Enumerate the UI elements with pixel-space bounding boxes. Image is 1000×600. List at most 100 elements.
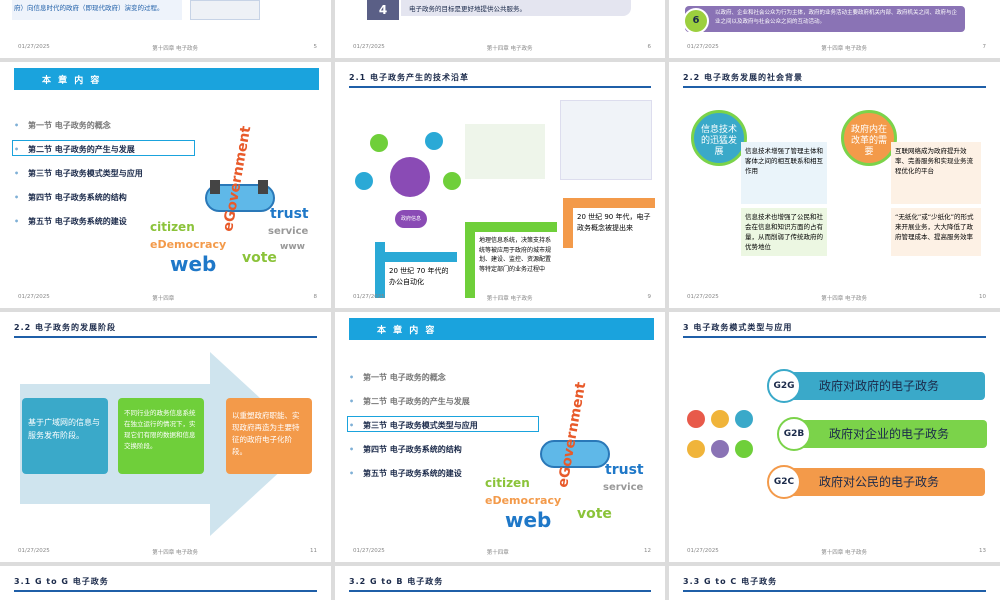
toc-item-5[interactable]: •第五节 电子政务系统的建设 xyxy=(14,217,127,226)
slide-chapter: 第十四章 电子政务 xyxy=(821,46,867,52)
slide-date: 01/27/2025 xyxy=(18,294,50,300)
tech-point-1: 信息技术增强了管理主体和客体之间的相互联系和相互作用 xyxy=(741,142,827,204)
slide-chapter: 第十四章 电子政务 xyxy=(821,550,867,556)
slide-thumb-8[interactable]: 本 章 内 容 •第一节 电子政务的概念 •第二节 电子政务的产生与发展 •第三… xyxy=(0,62,331,308)
tag-g2g: G2G xyxy=(767,369,801,403)
node xyxy=(355,172,373,190)
step-2-text: 地理信息系统，决策支持系统等被应用于政府的城市规划、建设、监控、资源配置等特定部… xyxy=(475,222,557,298)
slide-thumb-9[interactable]: 2.1 电子政务产生的技术沿革 政府信息 20 世纪 70 年代的办公自动化 地… xyxy=(335,62,665,308)
title-underline xyxy=(683,86,986,88)
toc-item-4[interactable]: •第四节 电子政务系统的结构 xyxy=(14,193,127,202)
person-icon xyxy=(258,180,268,194)
gov-icon xyxy=(735,410,753,428)
slide-thumb-6[interactable]: 4 电子政务的目标是更好地提供公共服务。 01/27/2025 第十四章 电子政务… xyxy=(335,0,665,58)
hub-node xyxy=(390,157,430,197)
slide-number: 10 xyxy=(979,294,986,300)
image-placeholder xyxy=(190,0,260,20)
title-underline xyxy=(14,590,317,592)
slide-date: 01/27/2025 xyxy=(353,44,385,50)
bg-circle-tech: 信息技术的迅猛发展 xyxy=(691,110,747,166)
slide-chapter: 第十四章 xyxy=(486,550,509,556)
stage-3: 以重塑政府职能、实现政府再造为主要特征的政府电子化阶段。 xyxy=(226,398,312,474)
section-header: 本 章 内 容 xyxy=(14,68,319,90)
slide-date: 01/27/2025 xyxy=(353,548,385,554)
toc-item-3[interactable]: •第三节 电子政务模式类型与应用 xyxy=(14,169,143,178)
slide-thumb-16[interactable]: 3.3 G to C 电子政务 xyxy=(669,566,1000,600)
slide-chapter: 第十四章 电子政务 xyxy=(821,296,867,302)
slide-chapter: 第十四章 电子政务 xyxy=(152,46,198,52)
slide-date: 01/27/2025 xyxy=(687,44,719,50)
slide-number: 13 xyxy=(979,548,986,554)
toc-item-1[interactable]: •第一节 电子政务的概念 xyxy=(14,121,111,130)
toc-item-3[interactable]: •第三节 电子政务模式类型与应用 xyxy=(349,421,478,430)
slide-thumb-11[interactable]: 2.2 电子政务的发展阶段 基于广域网的信息与服务发布阶段。 不同行业的政务信息… xyxy=(0,312,331,562)
slide-chapter: 第十四章 电子政务 xyxy=(152,550,198,556)
toc-highlight xyxy=(347,416,539,432)
toc-item-1[interactable]: •第一节 电子政务的概念 xyxy=(349,373,446,382)
title-underline xyxy=(683,590,986,592)
slide-number: 6 xyxy=(647,44,652,50)
slide-date: 01/27/2025 xyxy=(687,548,719,554)
model-row-g2b[interactable]: 政府对企业的电子政务 xyxy=(797,420,987,448)
toc-item-2[interactable]: •第二节 电子政务的产生与发展 xyxy=(349,397,470,406)
slide-date: 01/27/2025 xyxy=(18,44,50,50)
node xyxy=(443,172,461,190)
title-underline xyxy=(14,336,317,338)
slide-text: 以政府、企业和社会公众为行为主体，政府的业务活动主要政府机关内部、政府机关之间、… xyxy=(685,6,965,32)
slide-chapter: 第十四章 xyxy=(152,296,175,302)
hub-label: 政府信息 xyxy=(395,210,427,228)
slide-title: 2.2 电子政务发展的社会背景 xyxy=(683,73,803,82)
slide-thumb-14[interactable]: 3.1 G to G 电子政务 xyxy=(0,566,331,600)
slide-title: 3.1 G to G 电子政务 xyxy=(14,577,109,586)
system-diagram-image xyxy=(465,124,545,179)
slide-title: 3.2 G to B 电子政务 xyxy=(349,577,444,586)
slide-number: 5 xyxy=(313,44,318,50)
number-badge: 6 xyxy=(683,8,709,34)
model-row-g2g[interactable]: 政府对政府的电子政务 xyxy=(787,372,985,400)
slide-date: 01/27/2025 xyxy=(687,294,719,300)
slide-text: 府）向信息时代的政府（即现代政府）演变的过程。 xyxy=(12,0,182,20)
title-underline xyxy=(683,336,986,338)
egovernment-wordcloud: citizen eDemocracy web eGovernment vote … xyxy=(485,380,644,532)
gov-icon xyxy=(711,440,729,458)
slide-chapter: 第十四章 电子政务 xyxy=(486,296,533,302)
step-bar-orange xyxy=(563,198,573,248)
slide-title: 2.2 电子政务的发展阶段 xyxy=(14,323,116,332)
title-underline xyxy=(349,590,651,592)
tech-point-2: 信息技术也增强了公民和社会在信息和知识方面的占有量，从而削弱了传统政府的优势地位 xyxy=(741,208,827,256)
slide-thumb-10[interactable]: 2.2 电子政务发展的社会背景 信息技术的迅猛发展 信息技术增强了管理主体和客体… xyxy=(669,62,1000,308)
slide-number: 12 xyxy=(644,548,651,554)
gov-icon xyxy=(711,410,729,428)
number-badge: 4 xyxy=(367,0,399,20)
slide-thumb-7[interactable]: 以政府、企业和社会公众为行为主体，政府的业务活动主要政府机关内部、政府机关之间、… xyxy=(669,0,1000,58)
slide-thumb-12[interactable]: 本 章 内 容 •第一节 电子政务的概念 •第二节 电子政务的产生与发展 •第三… xyxy=(335,312,665,562)
step-bar-green xyxy=(465,222,475,298)
person-icon xyxy=(210,180,220,194)
gov-icon xyxy=(687,440,705,458)
node xyxy=(425,132,443,150)
slide-title: 3.3 G to C 电子政务 xyxy=(683,577,778,586)
slide-text: 电子政务的目标是更好地提供公共服务。 xyxy=(401,0,631,16)
slide-date: 01/27/2025 xyxy=(18,548,50,554)
stage-1: 基于广域网的信息与服务发布阶段。 xyxy=(22,398,108,474)
slide-title: 2.1 电子政务产生的技术沿革 xyxy=(349,73,469,82)
slide-chapter: 第十四章 电子政务 xyxy=(486,46,533,52)
step-3-text: 20 世纪 90 年代，电子政务概念被提出来 xyxy=(573,198,655,248)
architecture-diagram-image xyxy=(560,100,652,180)
network-diagram: 政府信息 xyxy=(355,122,465,232)
slide-title: 3 电子政务模式类型与应用 xyxy=(683,323,793,332)
reform-point-1: 互联网络成为政府提升效率、完善服务和实现业务流程优化的平台 xyxy=(891,142,981,204)
toc-item-4[interactable]: •第四节 电子政务系统的结构 xyxy=(349,445,462,454)
egovernment-wordcloud: citizen eDemocracy web eGovernment vote … xyxy=(150,124,309,276)
slide-thumb-5[interactable]: 府）向信息时代的政府（即现代政府）演变的过程。 01/27/2025 第十四章 电… xyxy=(0,0,331,58)
tag-g2c: G2C xyxy=(767,465,801,499)
slide-thumb-15[interactable]: 3.2 G to B 电子政务 xyxy=(335,566,665,600)
toc-item-2[interactable]: •第二节 电子政务的产生与发展 xyxy=(14,145,135,154)
gov-icon xyxy=(687,410,705,428)
gov-icon xyxy=(735,440,753,458)
model-row-g2c[interactable]: 政府对公民的电子政务 xyxy=(787,468,985,496)
toc-item-5[interactable]: •第五节 电子政务系统的建设 xyxy=(349,469,462,478)
section-header: 本 章 内 容 xyxy=(349,318,654,340)
slide-thumb-13[interactable]: 3 电子政务模式类型与应用 政府对政府的电子政务 G2G 政府对企业的电子政务 … xyxy=(669,312,1000,562)
